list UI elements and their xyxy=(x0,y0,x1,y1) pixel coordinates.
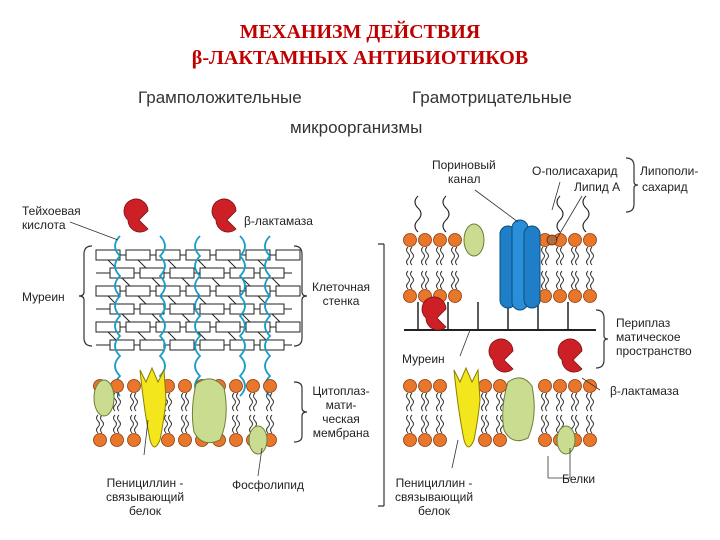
header-microorganisms: микроорганизмы xyxy=(290,118,423,137)
label-beta-lactamase-left: β-лактамаза xyxy=(244,214,313,228)
phospholipid-leader xyxy=(257,447,263,477)
header-gram-negative: Грамотрицательные xyxy=(412,88,572,107)
label-periplasm-3: пространство xyxy=(616,344,692,358)
label-beta-lactamase-right: β-лактамаза xyxy=(610,384,679,398)
label-cyto-1: Цитоплаз- xyxy=(312,384,370,398)
label-lps-2: сахарид xyxy=(642,180,688,194)
gram-positive-cell-wall xyxy=(95,249,301,351)
label-teichoic-2: кислота xyxy=(22,218,66,232)
label-o-polysaccharide: О-полисахарид xyxy=(532,164,618,178)
title-line-2: β-ЛАКТАМНЫХ АНТИБИОТИКОВ xyxy=(191,47,529,69)
label-pbp-left-3: белок xyxy=(128,504,162,518)
murein-left-bracket xyxy=(78,245,93,347)
label-teichoic-1: Тейхоевая xyxy=(22,204,81,218)
pbp-left-leader xyxy=(143,419,149,456)
beta-lactamase-right-3 xyxy=(557,338,583,373)
label-cyto-2: мати- xyxy=(325,398,357,412)
label-periplasm-1: Периплаз xyxy=(616,316,671,330)
label-lipid-a: Липид А xyxy=(574,180,621,194)
label-pbp-left-1: Пенициллин - xyxy=(106,476,184,490)
label-murein-left: Муреин xyxy=(22,290,65,304)
header-gram-positive: Грамположительные xyxy=(138,88,302,107)
periplasm-bracket xyxy=(595,309,609,369)
label-periplasm-2: матическое xyxy=(616,330,681,344)
cyto-membrane-bracket xyxy=(293,381,308,443)
gram-positive-cytoplasmic-membrane xyxy=(93,366,277,455)
label-porin-1: Пориновый xyxy=(432,158,496,172)
porin-channel xyxy=(499,219,541,311)
lps-bracket xyxy=(625,157,639,213)
label-pbp-right-3: белок xyxy=(417,504,451,518)
teichoic-acid-chains xyxy=(114,235,272,397)
label-cell-wall-2: стенка xyxy=(322,294,360,308)
label-pbp-right-1: Пенициллин - xyxy=(395,476,473,490)
label-lps-1: Липополи- xyxy=(640,164,699,178)
label-porin-2: канал xyxy=(448,172,481,186)
beta-lactamase-right-1 xyxy=(421,296,447,331)
label-cyto-3: ческая xyxy=(322,412,360,426)
label-cell-wall-1: Клеточная xyxy=(311,280,371,294)
label-murein-right: Муреин xyxy=(402,352,445,366)
label-pbp-right-2: связывающий xyxy=(394,490,474,504)
beta-lactamase-right-2 xyxy=(488,338,514,373)
beta-lactamase-left-2 xyxy=(211,198,237,233)
beta-lactamase-left-1 xyxy=(123,198,149,233)
label-cyto-4: мембрана xyxy=(312,426,370,440)
label-pbp-left-2: связывающий xyxy=(105,490,185,504)
title-line-1: МЕХАНИЗМ ДЕЙСТВИЯ xyxy=(239,21,481,43)
label-phospholipid: Фосфолипид xyxy=(232,478,304,492)
cell-wall-bracket xyxy=(293,245,308,347)
teichoic-leader xyxy=(69,221,119,241)
gram-negative-cytoplasmic-membrane xyxy=(403,366,597,455)
label-proteins: Белки xyxy=(562,472,596,486)
